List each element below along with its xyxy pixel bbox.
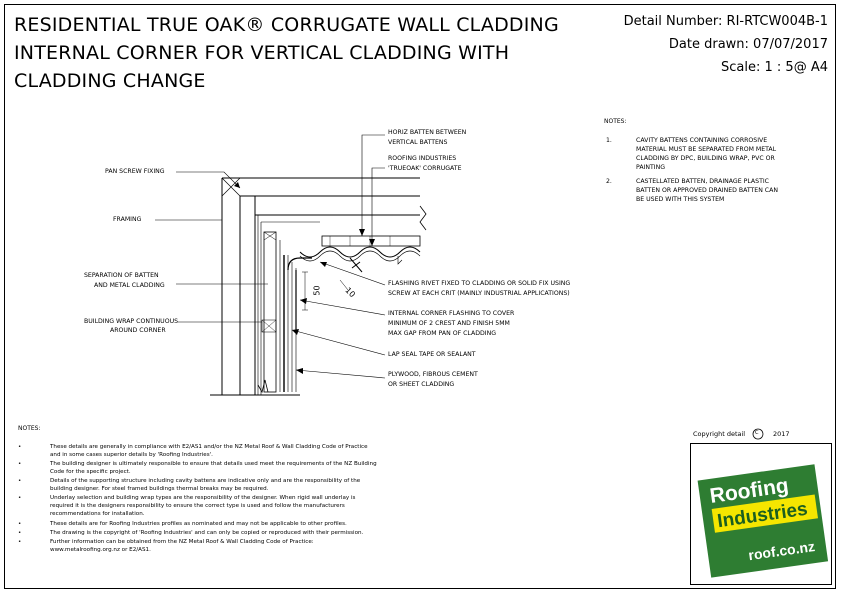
copyright-icon: C	[755, 430, 759, 436]
label-separation-2: AND METAL CLADDING	[94, 282, 165, 289]
bullet: •	[18, 444, 22, 450]
logo-box: Roofing Industries roof.co.nz	[690, 443, 832, 585]
label-wrap-2: AROUND CORNER	[110, 327, 166, 334]
roofing-industries-logo: Roofing Industries roof.co.nz	[697, 464, 829, 578]
bottom-note-1-line-2: and in some cases superior details by 'R…	[50, 452, 213, 458]
label-lap-seal: LAP SEAL TAPE OR SEALANT	[388, 351, 476, 358]
title-line-3: CLADDING CHANGE	[14, 70, 206, 92]
bottom-note-4-line-1: Underlay selection and building wrap typ…	[50, 495, 356, 501]
side-note-2-line-1: CASTELLATED BATTEN, DRAINAGE PLASTIC	[636, 178, 769, 185]
bottom-note-4-line-2: required it is the designers responsibil…	[50, 503, 345, 509]
label-horiz-2: VERTICAL BATTENS	[388, 139, 448, 146]
label-internal-3: MAX GAP FROM PAN OF CLADDING	[388, 330, 497, 337]
side-note-1-line-4: PAINTING	[636, 164, 666, 171]
bottom-note-3-line-2: building designer. For steel framed buil…	[50, 486, 269, 492]
label-ply-2: OR SHEET CLADDING	[388, 381, 455, 388]
side-note-1-line-2: MATERIAL MUST BE SEPARATED FROM METAL	[636, 146, 777, 153]
label-flash-rivet-2: SCREW AT EACH CRIT (MAINLY INDUSTRIAL AP…	[388, 290, 570, 297]
bottom-note-6-line-1: The drawing is the copyright of 'Roofing…	[50, 530, 364, 536]
bottom-notes-title: NOTES:	[18, 425, 41, 432]
bottom-note-2-line-2: Code for the specific project.	[50, 469, 131, 475]
bullet: •	[18, 461, 22, 467]
bullet: •	[18, 521, 22, 527]
label-internal-2: MINIMUM OF 2 CREST AND FINISH 5mm	[388, 320, 510, 327]
bottom-note-5-line-1: These details are for Roofing Industries…	[50, 521, 347, 527]
label-flash-rivet-1: FLASHING RIVET FIXED TO CLADDING OR SOLI…	[388, 280, 571, 287]
bullet: •	[18, 530, 22, 536]
bottom-note-1-line-1: These details are generally in complianc…	[50, 444, 368, 450]
label-ply-1: PLYWOOD, FIBROUS CEMENT	[388, 371, 478, 378]
side-note-1-line-1: CAVITY BATTENS CONTAINING CORROSIVE	[636, 137, 768, 144]
dimension-50: 50	[312, 285, 322, 296]
label-ri-2: 'TRUEOAK' CORRUGATE	[388, 165, 462, 172]
drawing-frame	[4, 4, 836, 589]
bottom-note-7-line-2: www.metalroofing.org.nz or E2/AS1.	[50, 547, 151, 553]
bullet: •	[18, 495, 22, 501]
bullet: •	[18, 539, 22, 545]
label-internal-1: INTERNAL CORNER FLASHING TO COVER	[388, 310, 515, 317]
bottom-note-3-line-1: Details of the supporting structure incl…	[50, 478, 361, 484]
label-pan-screw: PAN SCREW FIXING	[105, 168, 165, 175]
side-note-1-num: 1.	[606, 137, 612, 144]
label-wrap-1: BUILDING WRAP CONTINUOUS	[84, 318, 179, 325]
title-line-2: INTERNAL CORNER FOR VERTICAL CLADDING WI…	[14, 42, 510, 64]
label-ri-1: ROOFING INDUSTRIES	[388, 155, 457, 162]
label-horiz-1: HORIZ BATTEN BETWEEN	[388, 129, 467, 136]
copyright-year: 2017	[773, 430, 790, 438]
copyright-text: Copyright detail	[693, 430, 746, 438]
label-separation-1: SEPARATION OF BATTEN	[84, 272, 159, 279]
bottom-note-4-line-3: recommendations for installation.	[50, 511, 145, 517]
bottom-note-2-line-1: The building designer is ultimately resp…	[50, 461, 377, 467]
bullet: •	[18, 478, 22, 484]
side-notes-title: NOTES:	[604, 118, 627, 125]
side-note-2-num: 2.	[606, 178, 612, 185]
label-framing: FRAMING	[113, 216, 142, 223]
side-note-2-line-2: BATTEN OR APPROVED DRAINED BATTEN CAN	[636, 187, 778, 194]
detail-number: Detail Number: RI-RTCW004B-1	[623, 14, 828, 29]
bottom-note-7-line-1: Further information can be obtained from…	[50, 539, 314, 545]
title-line-1: RESIDENTIAL TRUE OAK® CORRUGATE WALL CLA…	[14, 14, 559, 36]
scale: Scale: 1 : 5@ A4	[721, 60, 828, 75]
date-drawn: Date drawn: 07/07/2017	[668, 37, 828, 52]
side-note-1-line-3: CLADDING BY DPC, BUILDING WRAP, PVC OR	[636, 155, 775, 162]
side-note-2-line-3: BE USED WITH THIS SYSTEM	[636, 196, 725, 203]
